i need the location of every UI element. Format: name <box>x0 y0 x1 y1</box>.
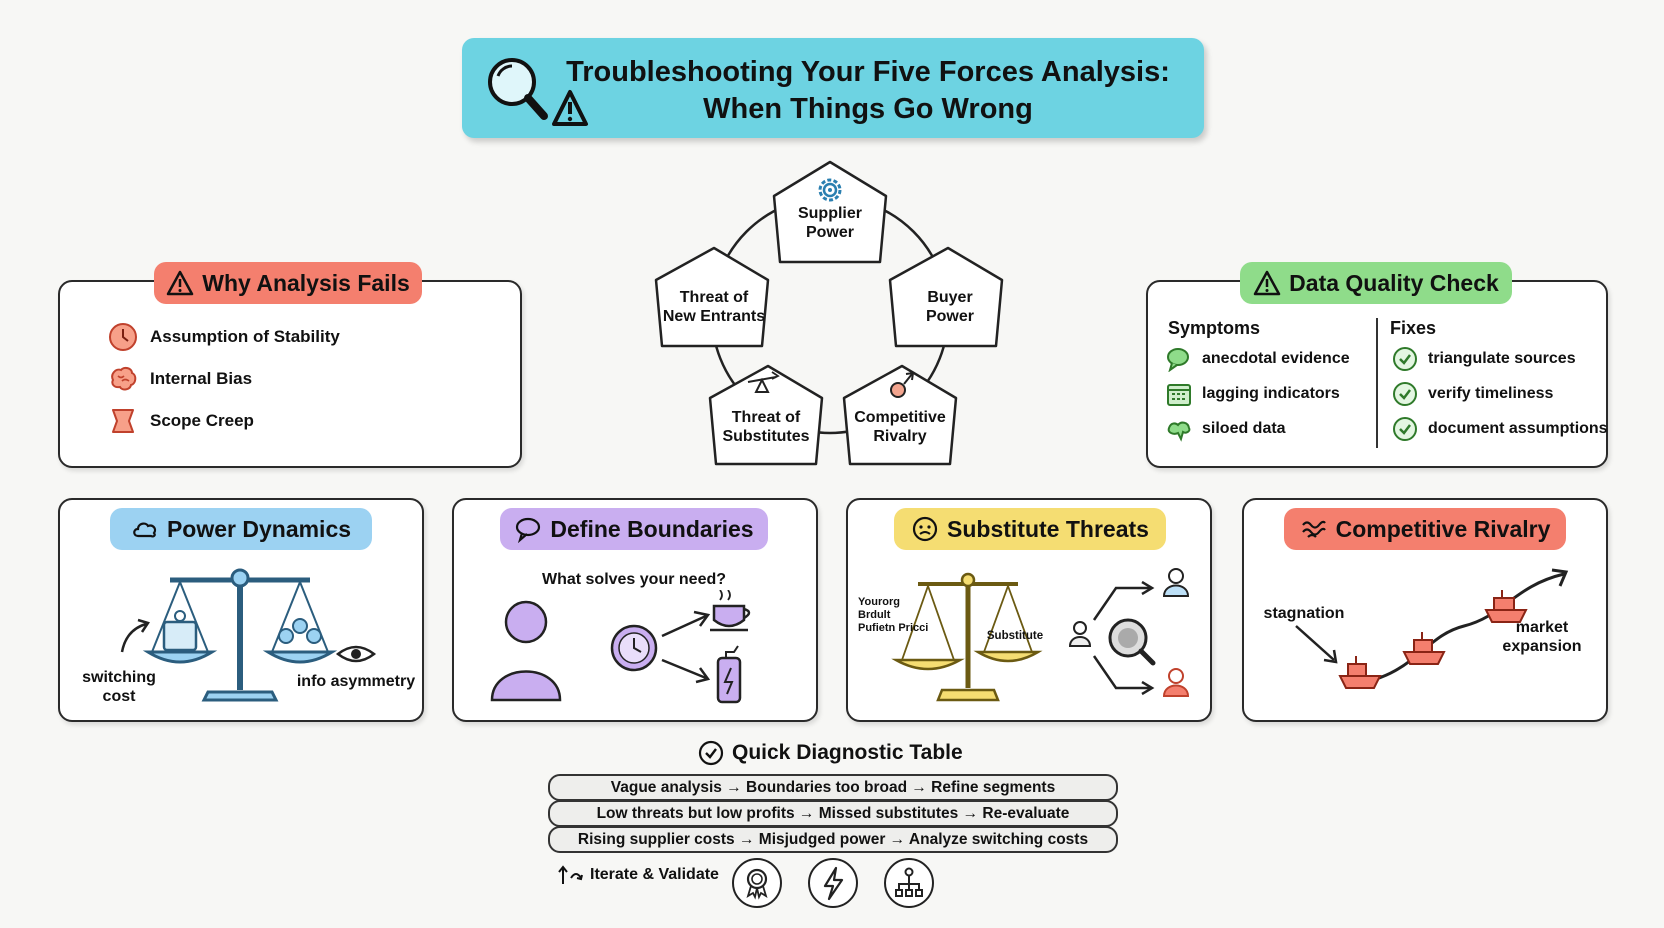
lightning-icon <box>808 858 858 908</box>
symptom-item: lagging indicators <box>1166 381 1340 407</box>
competitive-rivalry-header: Competitive Rivalry <box>1284 508 1566 550</box>
magnifier-warning-icon <box>488 58 588 126</box>
boundaries-illustration <box>490 590 751 704</box>
face-icon <box>912 516 938 542</box>
growth-arrow-icon <box>890 371 915 398</box>
title-line-1: Troubleshooting Your Five Forces Analysi… <box>566 56 1170 88</box>
award-icon <box>732 858 782 908</box>
five-forces-diagram <box>654 160 1004 466</box>
why-analysis-fails-header: Why Analysis Fails <box>154 262 422 304</box>
check-icon <box>1393 382 1417 406</box>
calendar-icon <box>1167 384 1191 406</box>
scope-icon <box>112 409 134 433</box>
cloud-icon <box>133 522 157 538</box>
speech-icon <box>516 517 541 543</box>
person-icon <box>1068 621 1092 647</box>
data-quality-header: Data Quality Check <box>1240 262 1512 304</box>
warning-icon <box>167 270 194 296</box>
person-icon <box>490 600 562 702</box>
boat-icon <box>1402 632 1446 665</box>
buyer-power-node <box>888 246 1004 348</box>
info-asymmetry-label: info asymmetry <box>296 673 416 690</box>
magnifier-icon <box>1108 618 1156 666</box>
rivalry-illustration <box>1295 568 1569 689</box>
iterate-validate: Iterate & Validate <box>558 864 719 886</box>
symptoms-header: Symptoms <box>1168 318 1261 338</box>
boat-icon <box>1484 590 1528 623</box>
clock-icon <box>109 323 137 351</box>
eye-icon <box>335 645 377 663</box>
fail-item-stability: Assumption of Stability <box>108 322 340 352</box>
coffee-cup-icon <box>710 590 751 632</box>
boat-icon <box>1338 656 1382 689</box>
fix-item: document assumptions <box>1392 416 1608 442</box>
supplier-power-node <box>772 160 888 264</box>
seesaw-icon <box>747 371 780 393</box>
title-banner: Troubleshooting Your Five Forces Analysi… <box>462 38 1204 138</box>
stagnation-label: stagnation <box>1263 605 1345 622</box>
threat-of-new-entrants-node <box>654 246 770 348</box>
substitute-scale-illustration <box>891 568 1190 702</box>
symptom-item: siloed data <box>1166 416 1286 442</box>
competitive-rivalry-node <box>842 364 958 466</box>
iterate-arrows-icon <box>558 865 583 884</box>
threat-of-substitutes-node <box>708 364 824 466</box>
title-line-2: When Things Go Wrong <box>703 93 1033 125</box>
fixes-header: Fixes <box>1390 318 1437 338</box>
brain-icon <box>111 366 137 391</box>
right-pan-text: Substitute <box>986 630 1044 642</box>
diagnostic-title: Quick Diagnostic Table <box>698 740 963 766</box>
check-icon <box>1393 347 1417 371</box>
column-divider <box>1376 318 1378 448</box>
fix-item: verify timeliness <box>1392 381 1553 407</box>
fail-item-bias: Internal Bias <box>108 364 252 394</box>
substitute-threats-header: Substitute Threats <box>894 508 1166 550</box>
check-icon <box>698 740 724 766</box>
diagnostic-row: Low threats but low profits → Missed sub… <box>548 800 1118 827</box>
gear-icon <box>818 178 842 202</box>
symptom-item: anecdotal evidence <box>1166 346 1350 372</box>
fix-item: triangulate sources <box>1392 346 1576 372</box>
chat-icon <box>1167 348 1189 372</box>
diagnostic-row: Vague analysis → Boundaries too broad → … <box>548 774 1118 801</box>
left-pan-text: Yourorg Brdult Pufietn Pricci <box>858 596 929 634</box>
clock-icon <box>610 624 658 672</box>
silo-icon <box>1167 421 1191 442</box>
data-quality-panel: Symptoms Fixes anecdotal evidence laggin… <box>1146 280 1608 468</box>
warning-icon <box>1253 270 1281 296</box>
hierarchy-icon <box>884 858 934 908</box>
person-icon <box>1162 568 1190 597</box>
person-icon <box>1162 668 1190 697</box>
diagnostic-row: Rising supplier costs → Misjudged power … <box>548 826 1118 853</box>
boundary-question: What solves your need? <box>541 571 727 588</box>
check-icon <box>1393 417 1417 441</box>
fail-item-scope: Scope Creep <box>108 406 254 436</box>
define-boundaries-header: Define Boundaries <box>500 508 768 550</box>
page-title: Troubleshooting Your Five Forces Analysi… <box>548 54 1188 128</box>
balance-scale-illustration <box>120 568 377 702</box>
power-dynamics-header: Power Dynamics <box>110 508 372 550</box>
why-analysis-fails-panel: Assumption of Stability Internal Bias Sc… <box>58 280 522 468</box>
energy-drink-icon <box>716 645 742 704</box>
waves-icon <box>1301 520 1326 538</box>
